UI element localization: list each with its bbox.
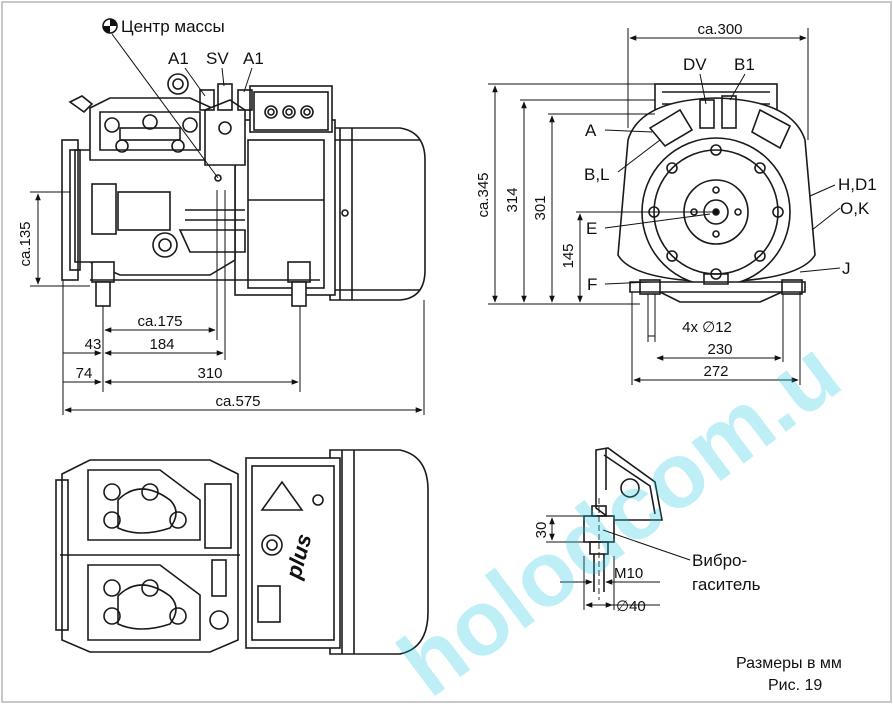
top-leaders	[184, 67, 253, 97]
dim-30: 30	[533, 522, 550, 539]
label-a1-left: A1	[168, 49, 189, 68]
dim-40: ∅40	[616, 598, 646, 615]
dim-ca300: ca.300	[697, 21, 742, 38]
label-e: E	[586, 219, 597, 238]
dim-230: 230	[707, 341, 732, 358]
figure-number: Рис. 19	[768, 677, 822, 694]
damper-label-line1: Вибро-	[692, 551, 747, 570]
center-of-mass-label: Центр массы	[121, 17, 225, 36]
dim-ca135: ca.135	[17, 221, 34, 266]
label-sv: SV	[206, 49, 229, 68]
dim-ca575: ca.575	[215, 393, 260, 410]
watermark: holodcom.u	[381, 321, 859, 704]
dim-ca345: ca.345	[475, 172, 492, 217]
damper-dimensions	[546, 515, 691, 610]
label-hd1: H,D1	[838, 175, 877, 194]
dim-184: 184	[149, 336, 174, 353]
top-view: plus	[55, 449, 429, 655]
side-dimensions	[30, 190, 425, 415]
label-a: A	[585, 121, 597, 140]
front-dimensions	[488, 28, 809, 385]
front-leaders	[604, 73, 841, 285]
dim-310: 310	[197, 365, 222, 382]
dim-74: 74	[76, 365, 93, 382]
front-view	[617, 83, 816, 303]
damper-label-line2: гаситель	[692, 575, 761, 594]
label-bl: B,L	[584, 165, 610, 184]
dim-314: 314	[504, 187, 521, 212]
dim-43: 43	[85, 336, 102, 353]
label-ok: O,K	[840, 199, 870, 218]
dim-holes: 4x ∅12	[682, 319, 732, 336]
side-view	[61, 73, 426, 307]
dim-301: 301	[532, 195, 549, 220]
label-f: F	[587, 275, 597, 294]
label-dv: DV	[683, 55, 707, 74]
dim-m10: M10	[614, 565, 643, 582]
center-of-mass-icon	[102, 18, 118, 34]
center-of-mass-symbol	[214, 174, 222, 182]
label-b1: B1	[734, 55, 755, 74]
label-a1-right: A1	[243, 49, 264, 68]
units-note: Размеры в мм	[736, 655, 842, 672]
center-of-mass-leader	[111, 33, 219, 179]
dim-ca175: ca.175	[137, 313, 182, 330]
label-j: J	[842, 259, 851, 278]
dim-145: 145	[560, 243, 577, 268]
damper-detail	[583, 447, 663, 600]
dim-272: 272	[703, 363, 728, 380]
